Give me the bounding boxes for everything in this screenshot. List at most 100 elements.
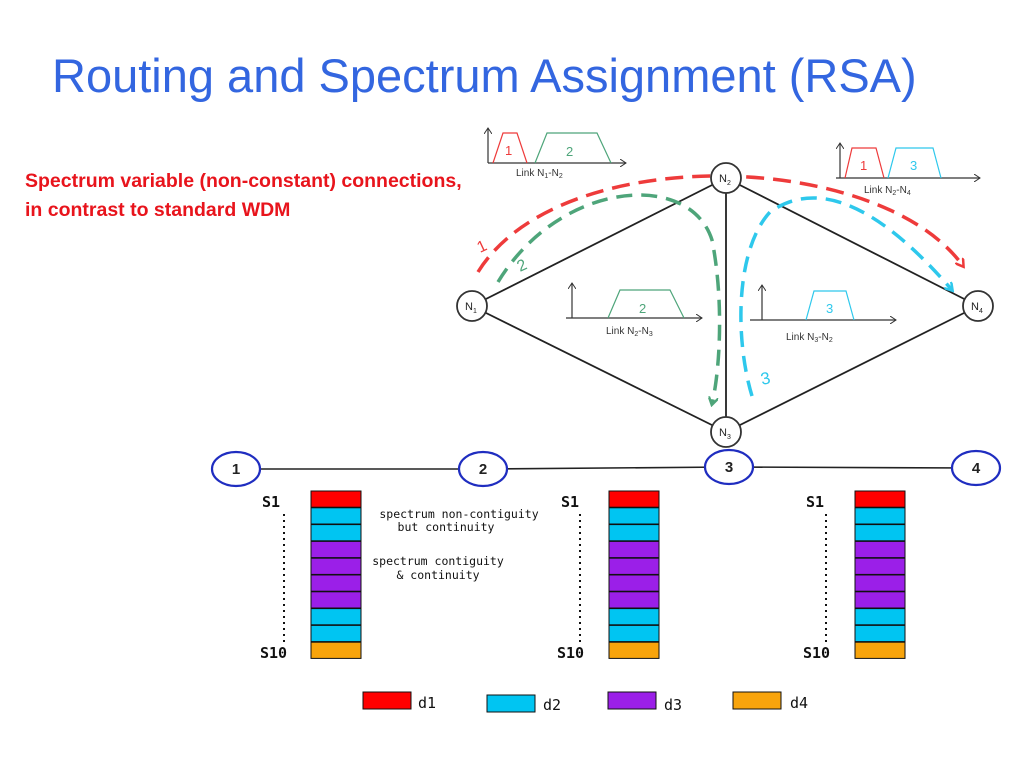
svg-text:d3: d3 bbox=[664, 696, 682, 714]
path-3-label: 3 bbox=[759, 368, 772, 389]
s1-label-1: S1 bbox=[262, 493, 280, 511]
link-n3-n4 bbox=[725, 305, 979, 433]
svg-text:d1: d1 bbox=[418, 694, 436, 712]
svg-text:N2: N2 bbox=[719, 173, 731, 187]
node-n4: N4 bbox=[962, 290, 994, 322]
slot-cell-d2 bbox=[854, 507, 906, 525]
link-n2-n4 bbox=[725, 177, 979, 307]
svg-text:d4: d4 bbox=[790, 694, 808, 712]
spectrum-plot-n2-n3: 2 Link N2-N3 bbox=[566, 283, 702, 338]
chain-node-2: 2 bbox=[457, 450, 509, 488]
slot-cell-d1 bbox=[310, 490, 362, 508]
slot-cell-d3 bbox=[310, 540, 362, 559]
svg-text:N1: N1 bbox=[465, 301, 477, 315]
slot-1-trapezoid bbox=[844, 147, 885, 179]
link-label: Link N2-N4 bbox=[864, 185, 911, 197]
path-3-arrow bbox=[739, 196, 952, 397]
s10-label-1: S10 bbox=[260, 644, 287, 662]
spectrum-plot-n2-n4: 1 3 Link N2-N4 bbox=[836, 143, 980, 197]
legend-d2: d2 bbox=[486, 694, 561, 714]
path-2-arrow bbox=[496, 193, 722, 404]
annotation-noncontiguity: spectrum non-contiguity bbox=[379, 507, 538, 521]
annotations: spectrum non-contiguity but continuity s… bbox=[372, 507, 538, 582]
slot-cell-d2 bbox=[854, 524, 906, 542]
slot-cell-d3 bbox=[310, 557, 362, 575]
spectrum-plot-n1-n2: 1 2 Link N1-N2 bbox=[488, 128, 626, 180]
legend-d3: d3 bbox=[607, 691, 682, 714]
s1-label-2: S1 bbox=[561, 493, 579, 511]
link-label: Link N2-N3 bbox=[606, 326, 653, 338]
link-n1-n2 bbox=[471, 177, 727, 307]
slot-1-label: 1 bbox=[505, 143, 512, 158]
node-n1: N1 bbox=[456, 290, 488, 322]
slide-subtitle: Spectrum variable (non-constant) connect… bbox=[25, 170, 462, 221]
legend: d1 d2 d3 d4 bbox=[362, 691, 808, 714]
legend-d4: d4 bbox=[732, 691, 808, 712]
svg-text:1: 1 bbox=[232, 461, 240, 478]
slot-cell-d3 bbox=[608, 557, 660, 575]
annotation-contiguity: spectrum contiguity bbox=[372, 554, 504, 568]
slot-3-trapezoid bbox=[805, 290, 855, 321]
slot-cell-d2 bbox=[310, 608, 362, 626]
slot-1-label: 1 bbox=[860, 158, 867, 173]
slot-3-trapezoid bbox=[887, 147, 942, 179]
slot-cell-d2 bbox=[854, 624, 906, 643]
network-nodes: N1 N2 N3 N4 bbox=[456, 162, 994, 448]
annotation-contiguity-2: & continuity bbox=[396, 568, 479, 582]
network-links bbox=[471, 177, 979, 433]
slide-title: Routing and Spectrum Assignment (RSA) bbox=[52, 49, 917, 102]
chain-node-3: 3 bbox=[703, 448, 755, 486]
slot-3-label: 3 bbox=[826, 301, 833, 316]
slot-cell-d1 bbox=[854, 490, 906, 508]
slot-cell-d3 bbox=[854, 540, 906, 559]
slot-cell-d3 bbox=[854, 557, 906, 575]
slot-cell-d3 bbox=[310, 591, 362, 609]
svg-text:d2: d2 bbox=[543, 696, 561, 714]
link-label: Link N3-N2 bbox=[786, 332, 833, 344]
slot-cell-d4 bbox=[310, 641, 362, 659]
slot-2-label: 2 bbox=[566, 144, 573, 159]
slot-cell-d1 bbox=[608, 490, 660, 508]
link-label: Link N1-N2 bbox=[516, 168, 563, 180]
slot-3-label: 3 bbox=[910, 158, 917, 173]
slot-cell-d2 bbox=[310, 507, 362, 525]
dotted-guides bbox=[283, 514, 827, 642]
s10-label-3: S10 bbox=[803, 644, 830, 662]
slot-cell-d3 bbox=[608, 540, 660, 559]
slot-cell-d3 bbox=[608, 574, 660, 592]
slot-stacks bbox=[310, 490, 906, 659]
link-n1-n3 bbox=[471, 305, 727, 433]
spectrum-plot-n3-n2: 3 Link N3-N2 bbox=[750, 285, 896, 344]
path-2-label: 2 bbox=[515, 256, 530, 275]
slot-2-trapezoid bbox=[534, 132, 612, 164]
slot-cell-d2 bbox=[608, 608, 660, 626]
slot-cell-d2 bbox=[310, 624, 362, 643]
slot-1-trapezoid bbox=[492, 132, 528, 164]
chain-node-4: 4 bbox=[950, 449, 1002, 487]
legend-d1: d1 bbox=[362, 691, 436, 712]
slot-cell-d4 bbox=[608, 641, 660, 659]
slot-cell-d3 bbox=[608, 591, 660, 609]
svg-text:4: 4 bbox=[972, 460, 981, 477]
node-n2: N2 bbox=[710, 162, 742, 194]
slot-cell-d2 bbox=[854, 608, 906, 626]
path-1-label: 1 bbox=[475, 237, 490, 256]
slot-2-label: 2 bbox=[639, 301, 646, 316]
svg-text:2: 2 bbox=[479, 461, 487, 478]
chain-node-1: 1 bbox=[210, 450, 262, 488]
slot-cell-d4 bbox=[854, 641, 906, 659]
slot-cell-d2 bbox=[310, 524, 362, 542]
s10-label-2: S10 bbox=[557, 644, 584, 662]
node-n3: N3 bbox=[710, 416, 742, 448]
chain-nodes: 1 2 3 4 bbox=[210, 448, 1002, 488]
annotation-noncontiguity-2: but continuity bbox=[398, 520, 495, 534]
chain-line bbox=[236, 466, 977, 470]
slot-2-trapezoid bbox=[607, 289, 685, 319]
slot-cell-d3 bbox=[310, 574, 362, 592]
slot-cell-d3 bbox=[854, 574, 906, 592]
s1-label-3: S1 bbox=[806, 493, 824, 511]
svg-text:N4: N4 bbox=[971, 301, 983, 315]
svg-text:3: 3 bbox=[725, 459, 733, 476]
slot-cell-d2 bbox=[608, 524, 660, 542]
